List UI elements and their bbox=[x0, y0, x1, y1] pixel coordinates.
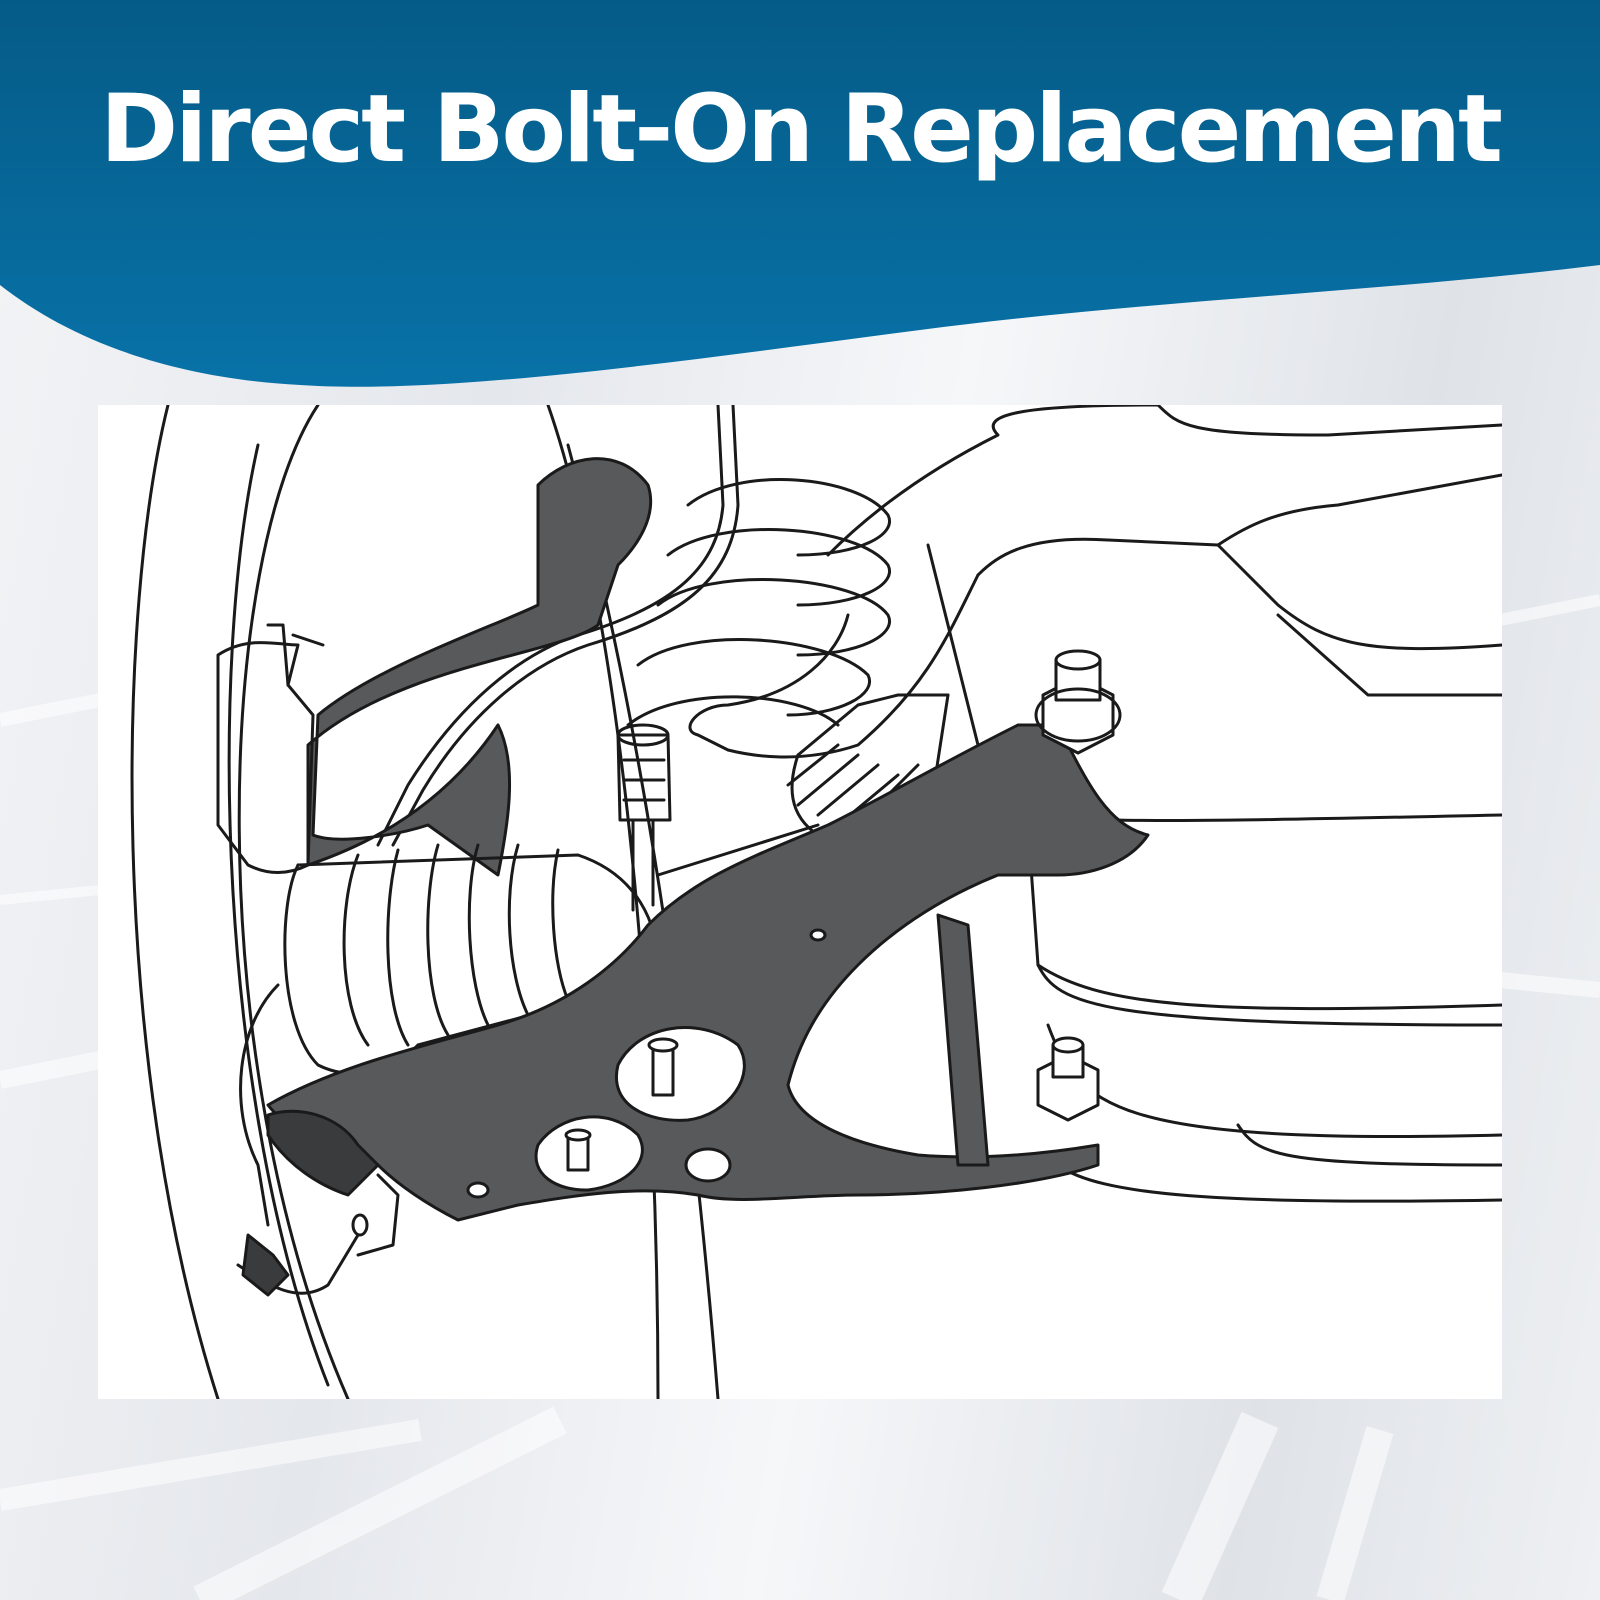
sway-bar-link bbox=[616, 723, 672, 912]
coil-spring bbox=[626, 478, 891, 727]
ball-joint-studs bbox=[564, 1037, 679, 1172]
lower-control-arm bbox=[266, 723, 1150, 1222]
strut-rod bbox=[936, 913, 990, 1167]
suspension-illustration bbox=[130, 405, 1502, 1399]
header-banner bbox=[0, 0, 1600, 387]
outer-ball-joint bbox=[241, 1109, 400, 1297]
frame-rail bbox=[688, 405, 1502, 1203]
wheel-rim bbox=[130, 405, 720, 1399]
headline: Direct Bolt-On Replacement bbox=[100, 75, 1503, 184]
rack-boot bbox=[786, 693, 950, 837]
upper-control-arm bbox=[306, 457, 653, 877]
frame-mounting-bolts bbox=[1034, 649, 1122, 1122]
suspension-illustration-panel bbox=[98, 405, 1502, 1399]
